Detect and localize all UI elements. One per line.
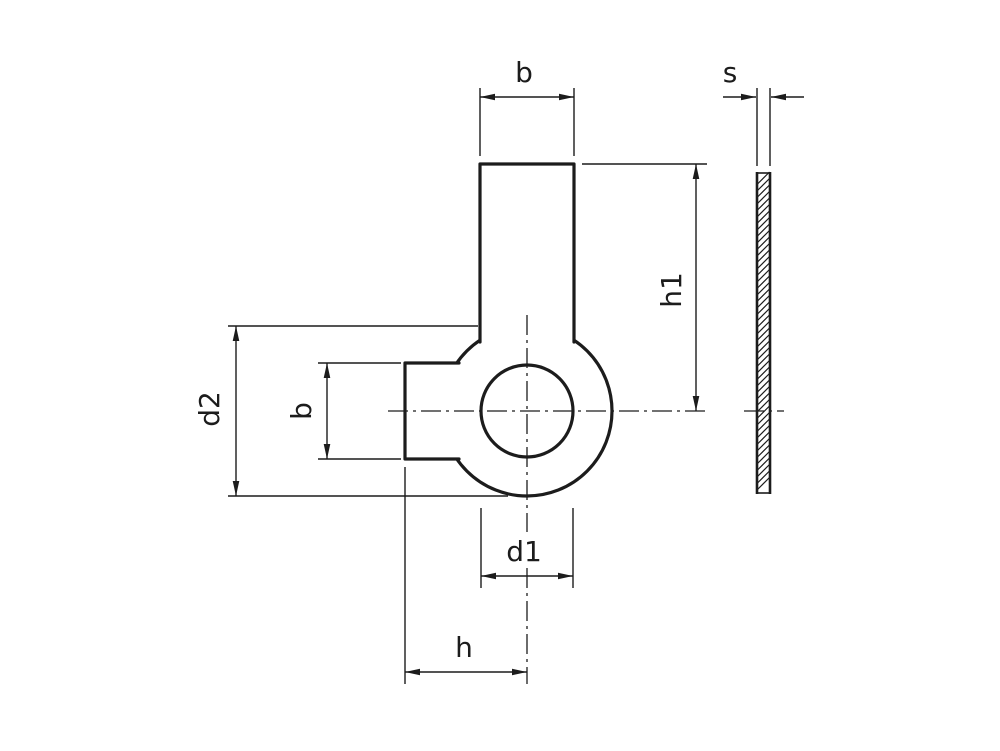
dimension-s: s (723, 56, 804, 166)
dimension-label-d1: d1 (506, 535, 542, 568)
hatch-line (757, 399, 770, 412)
dimension-label-b-top: b (515, 56, 533, 89)
hatch-line (757, 451, 770, 464)
hatch-line (757, 334, 770, 347)
hatch-line (757, 392, 770, 406)
hatch-line (757, 321, 770, 334)
dimension-label-h1: h1 (655, 272, 688, 308)
hatch-line (757, 405, 770, 419)
hatch-line (757, 243, 770, 256)
hatch-line (757, 431, 770, 445)
hatch-line (757, 464, 770, 477)
hatch-line (757, 288, 770, 302)
hatch-line (757, 223, 770, 237)
hatch-line (757, 269, 770, 282)
dimension-label-b-left: b (285, 402, 318, 420)
hatch-line (757, 360, 770, 373)
hatch-line (757, 295, 770, 308)
hatch-line (757, 444, 770, 458)
hatch-line (757, 210, 770, 224)
hatch-line (757, 379, 770, 393)
hatch-line (757, 418, 770, 432)
hatch-line (757, 412, 770, 425)
dimension-b-top: b (479, 56, 575, 156)
hatch-line (757, 477, 770, 490)
hatch-line (757, 301, 770, 315)
hatch-line (757, 347, 770, 360)
hatch-line (757, 184, 770, 198)
hatch-line (757, 425, 770, 438)
dimension-label-d2: d2 (193, 391, 226, 427)
hatch-line (757, 262, 770, 276)
side-view (744, 171, 784, 494)
vertical-tab-outline (478, 162, 576, 344)
hatch-line (757, 256, 770, 269)
hatch-line (757, 314, 770, 328)
dimension-label-h: h (455, 631, 473, 664)
dimension-h1: h1 (582, 163, 707, 411)
hatch-line (757, 275, 770, 289)
dimension-d1: d1 (480, 508, 574, 588)
front-view (388, 162, 708, 684)
hatch-line (757, 373, 770, 386)
dimension-b-left: b (285, 362, 401, 460)
hatch-line (757, 470, 770, 484)
hatch-line (757, 340, 770, 354)
hatch-line (757, 171, 770, 185)
hatch-line (757, 438, 770, 451)
dimension-h: h (404, 467, 527, 684)
hatch-line (757, 204, 770, 217)
hatch-line (757, 282, 770, 295)
hatch-line (757, 353, 770, 367)
hatch-line (757, 236, 770, 250)
hatch-line (757, 197, 770, 211)
vertical-tab-fill (480, 164, 574, 341)
hatch-line (757, 230, 770, 243)
hatch-line (757, 249, 770, 263)
hatch-line (757, 327, 770, 341)
hatch-line (757, 366, 770, 380)
dimension-label-s: s (723, 56, 738, 89)
hatch-line (757, 217, 770, 230)
hatch-line (757, 457, 770, 471)
hatch-line (757, 386, 770, 399)
hatch-line (757, 178, 770, 191)
hatch-line (757, 308, 770, 321)
hatch-lines (757, 171, 770, 490)
dimension-d2: d2 (193, 325, 508, 497)
hatch-line (757, 191, 770, 204)
